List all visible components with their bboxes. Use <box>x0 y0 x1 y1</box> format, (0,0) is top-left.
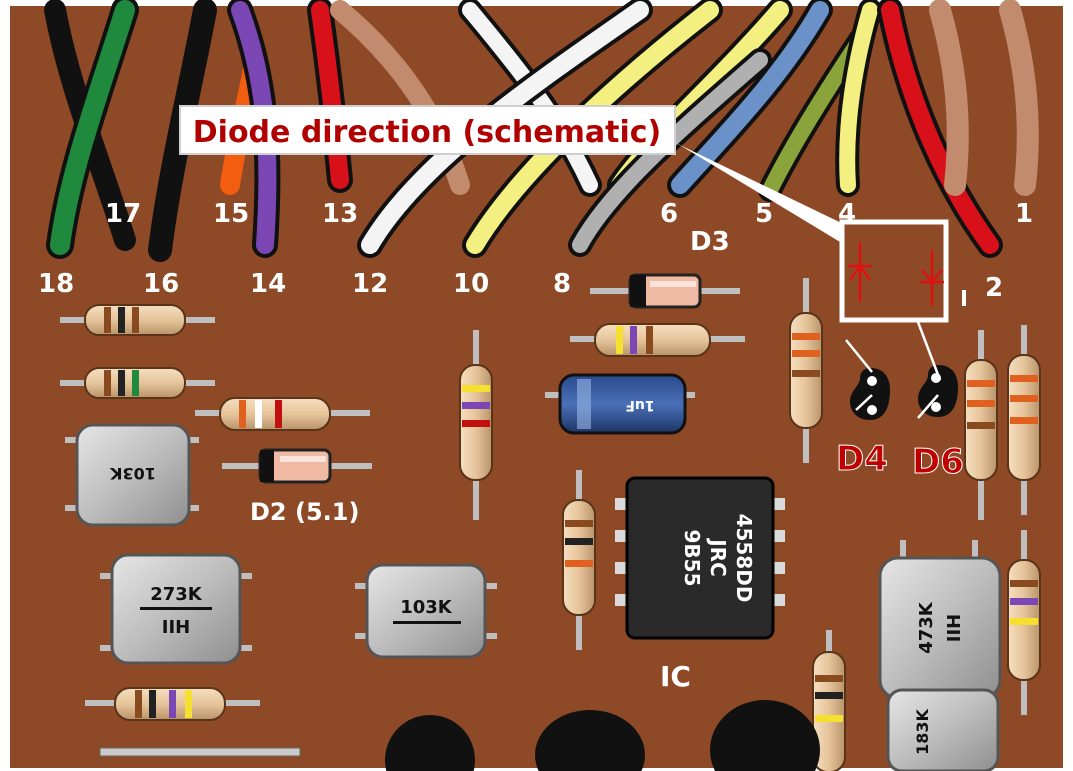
resistor <box>964 330 998 520</box>
capacitor-b-mark: IIH <box>162 617 190 638</box>
resistor <box>562 470 596 650</box>
pad-number-6: 6 <box>660 199 678 229</box>
pad-number-17: 17 <box>105 199 141 229</box>
resistor <box>812 630 846 771</box>
film-capacitor-d: 473K IIH <box>878 540 1002 700</box>
label-d3: D3 <box>690 227 730 257</box>
wire-tan-3 <box>999 0 1039 196</box>
ic-line-3: 9B55 <box>680 530 704 587</box>
resistors-vertical <box>459 278 1041 771</box>
ic-chip: 4558DD JRC 9B55 <box>615 476 785 640</box>
pad-number-12: 12 <box>352 269 388 299</box>
label-d6: D6 <box>912 442 964 482</box>
wire-grey-inner <box>572 52 768 253</box>
film-capacitor-e: 183K <box>886 688 1000 771</box>
resistor <box>60 367 215 399</box>
wire-blue-inner <box>671 1 829 194</box>
callout-leader <box>655 130 860 248</box>
pad-number-2: 2 <box>985 273 1003 303</box>
film-capacitor-b: 273K IIH <box>100 553 252 665</box>
callout-label: Diode direction (schematic) <box>179 105 676 155</box>
film-capacitor-c: 103K <box>355 563 497 659</box>
diode-d3 <box>590 273 740 309</box>
capacitor-d-label: 473K <box>916 601 937 654</box>
resistor <box>570 323 745 357</box>
resistor <box>789 278 823 463</box>
wire-tan-2 <box>929 0 969 196</box>
wire-red-1-inner <box>311 1 349 189</box>
pad-number-13: 13 <box>322 199 358 229</box>
film-capacitor-a: 103K <box>65 423 199 527</box>
pad-number-18: 18 <box>38 269 74 299</box>
pad-2-marker <box>962 290 966 306</box>
electrolytic-capacitor: 1uF <box>545 373 695 435</box>
resistor <box>85 687 260 721</box>
pad-number-5: 5 <box>755 199 773 229</box>
wire-red-2-inner <box>881 1 999 254</box>
capacitor-e-label: 183K <box>913 709 932 755</box>
label-ic: IC <box>660 660 691 693</box>
capacitor-a-label: 103K <box>110 464 156 483</box>
capacitor-d-mark: IIH <box>944 614 965 642</box>
electrolytic-label: 1uF <box>625 397 654 413</box>
capacitor-b-label: 273K <box>150 584 203 605</box>
ic-line-1: 4558DD <box>732 514 756 603</box>
ic-line-2: JRC <box>706 537 730 577</box>
resistor <box>195 397 370 431</box>
pad-numbers: 17 15 13 6 5 4 1 18 16 14 12 10 8 2 <box>38 199 1033 303</box>
pad-number-10: 10 <box>453 269 489 299</box>
pad-number-8: 8 <box>553 269 571 299</box>
resistor <box>60 304 215 336</box>
diode-schematic-box <box>839 219 949 323</box>
label-d4: D4 <box>836 439 888 479</box>
resistors-horizontal <box>60 304 745 721</box>
pointer-lines <box>845 321 942 419</box>
wire-green-inner <box>50 0 135 255</box>
jumper-wire <box>99 747 301 757</box>
capacitor-c-label: 103K <box>400 597 453 618</box>
pad-number-14: 14 <box>250 269 286 299</box>
resistor <box>1007 325 1041 515</box>
diode-d2 <box>222 448 372 484</box>
pad-number-1: 1 <box>1015 199 1033 229</box>
resistor <box>1007 530 1041 715</box>
callout-title: Diode direction (schematic) <box>193 115 661 150</box>
transistors <box>385 700 820 771</box>
pad-number-15: 15 <box>213 199 249 229</box>
pad-number-16: 16 <box>143 269 179 299</box>
wire-yellow-3-inner <box>839 2 878 193</box>
resistor <box>459 330 493 520</box>
label-d2: D2 (5.1) <box>250 498 359 526</box>
